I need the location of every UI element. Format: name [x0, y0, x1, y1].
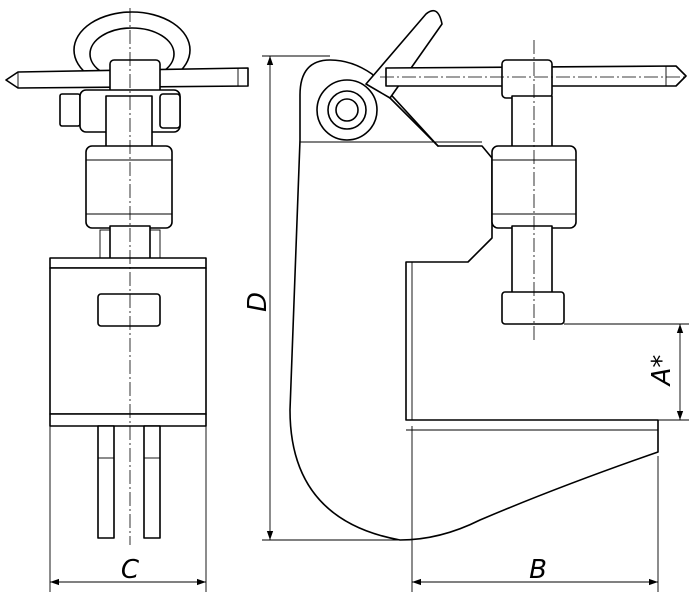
clamp-body-front: [49, 267, 207, 415]
cheek-plates: [97, 425, 161, 539]
front-view: [5, 8, 249, 545]
side-view: [289, 9, 687, 541]
threaded-sleeve: [85, 145, 173, 229]
screw-pad-side: [501, 291, 565, 325]
screw-head-side: [501, 59, 553, 99]
screw-pad: [97, 293, 161, 327]
dimension-a: A*: [564, 323, 689, 421]
c-frame: [289, 59, 659, 541]
threaded-sleeve-side: [491, 145, 577, 229]
dimension-c-label: C: [121, 555, 140, 585]
screw-shaft-side-lower: [511, 225, 553, 297]
dimension-b-label: B: [529, 555, 547, 585]
body-top-plate: [49, 257, 207, 269]
dimension-d-label: D: [243, 292, 273, 312]
jaw-plate: [49, 413, 207, 427]
dimension-a-label: A*: [647, 355, 677, 388]
dimension-c: C: [49, 426, 207, 592]
dimension-b: B: [411, 426, 659, 592]
dimension-d: D: [243, 55, 400, 541]
lever-handle: [365, 9, 443, 147]
pivot-boss: [316, 79, 378, 141]
screw-shaft-side-upper: [511, 95, 553, 153]
